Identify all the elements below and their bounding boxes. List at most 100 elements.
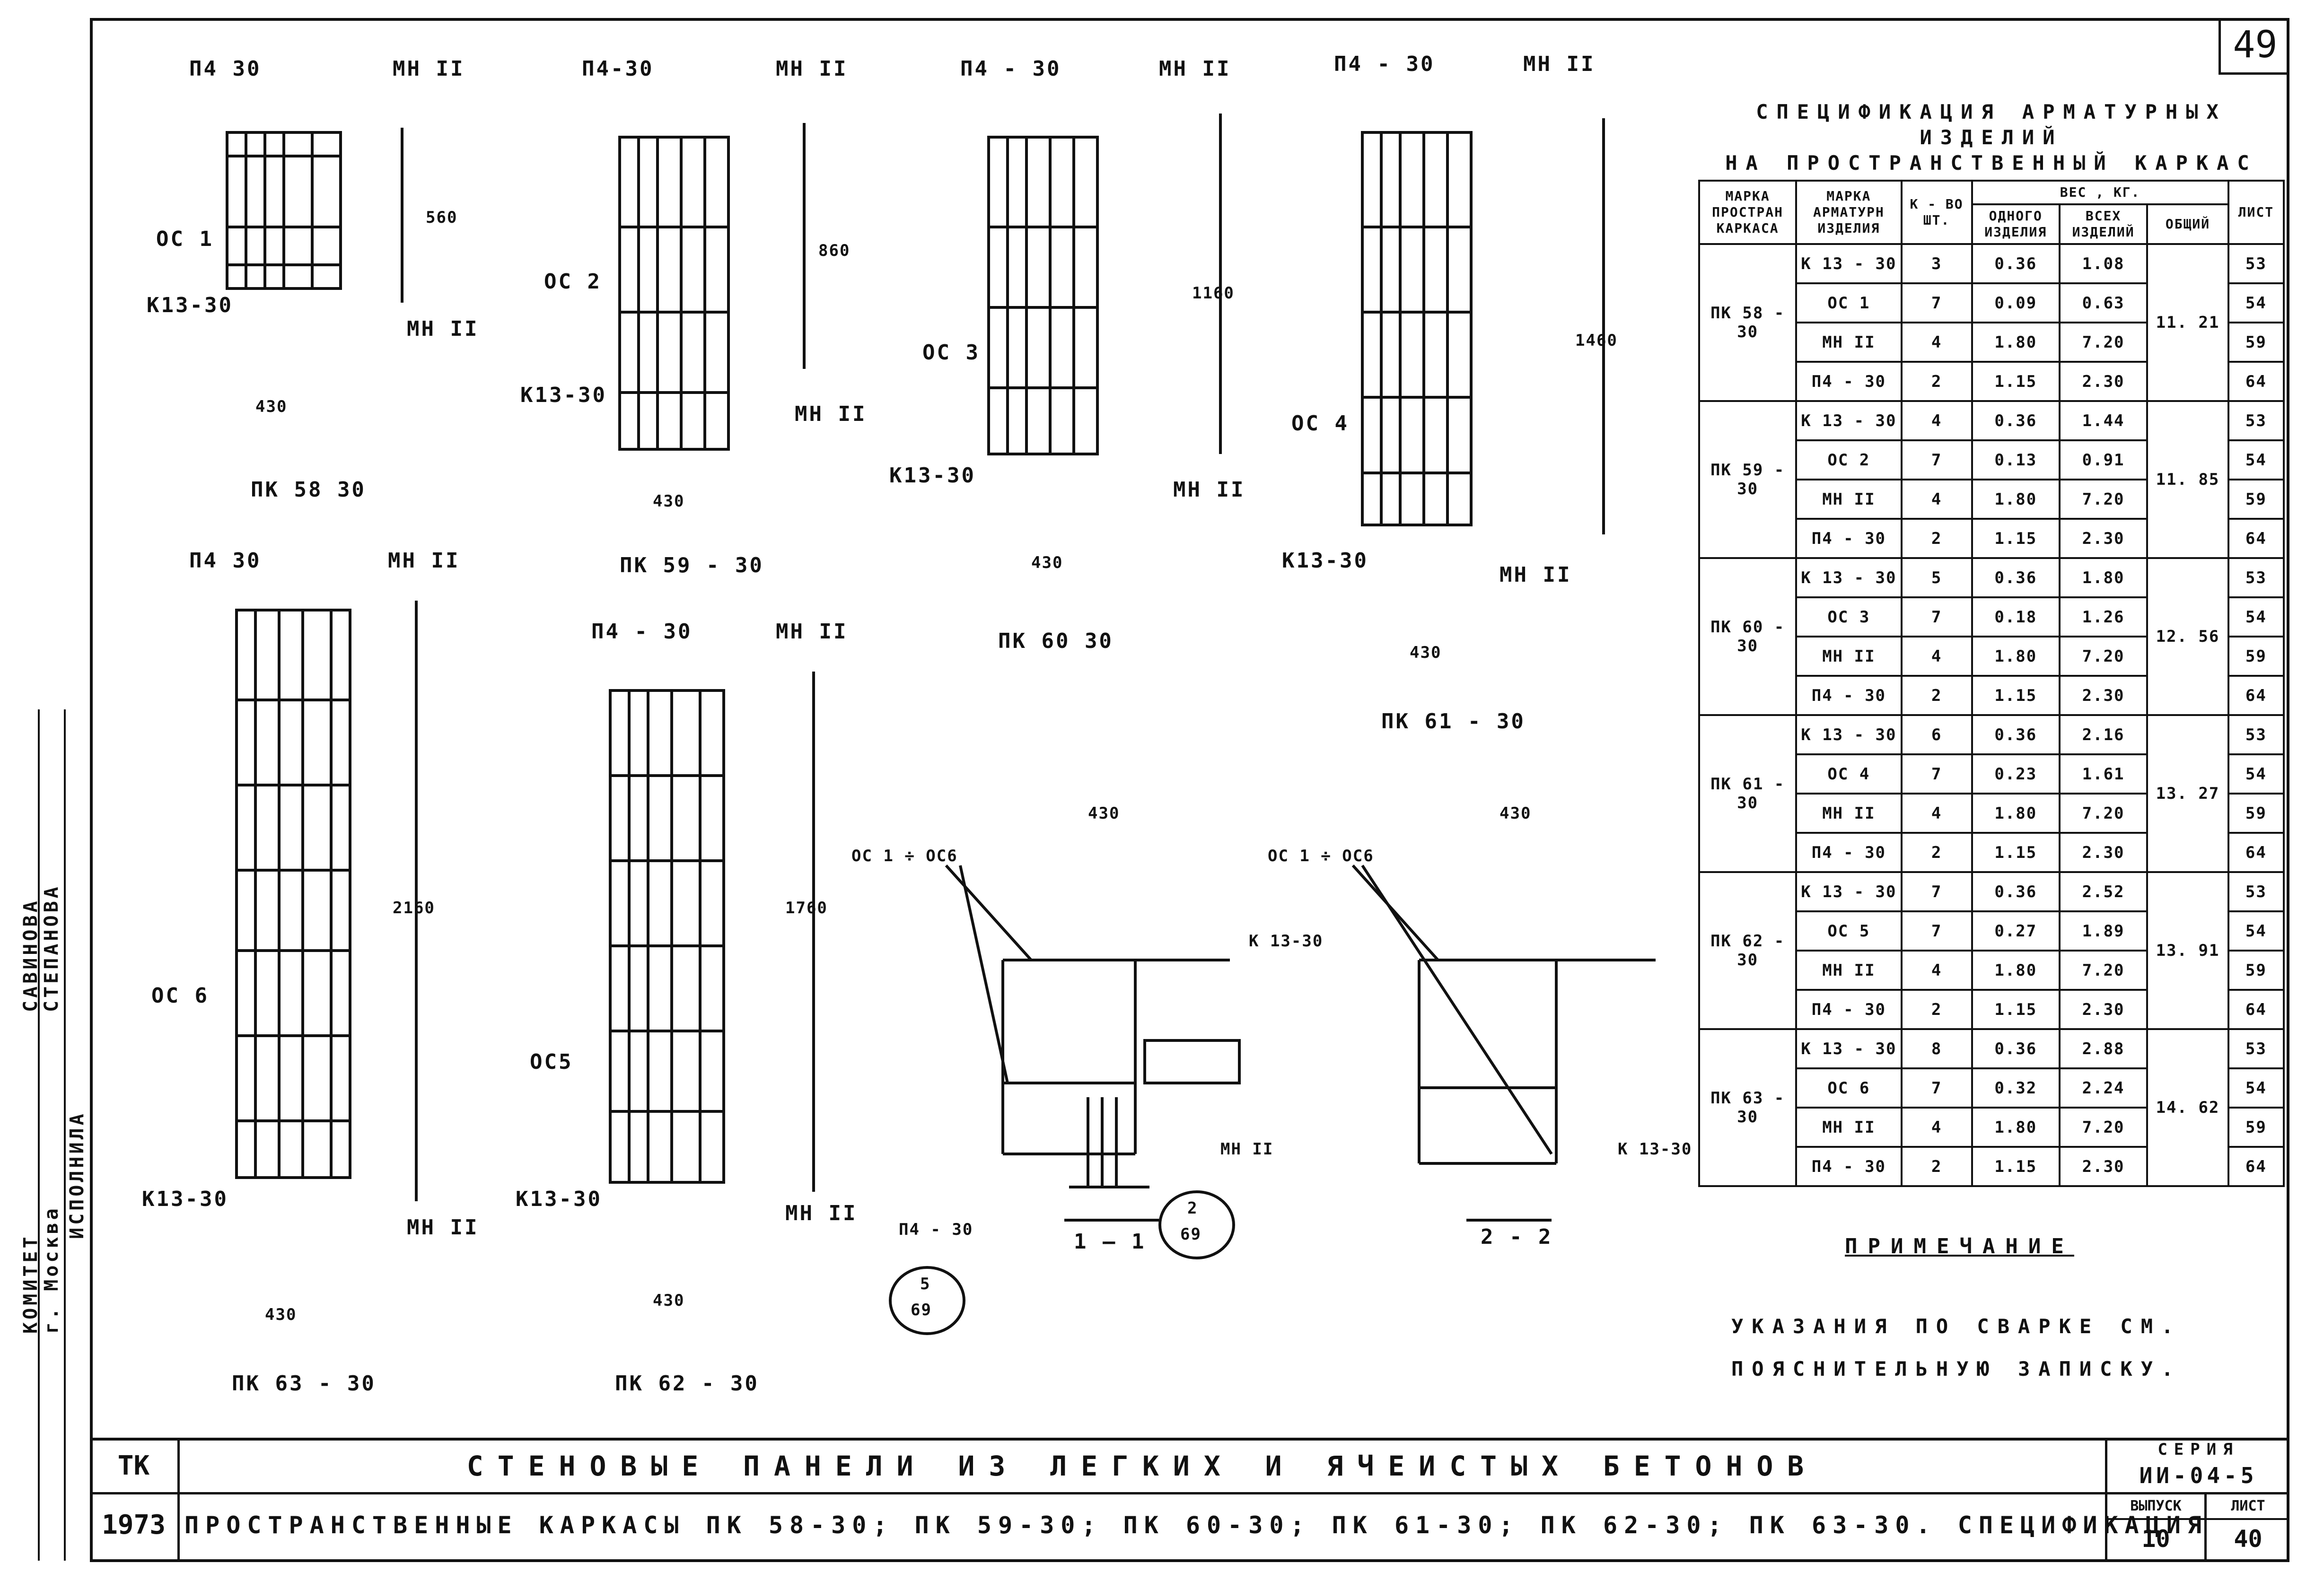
note-line-1: УКАЗАНИЯ ПО СВАРКЕ СМ.: [1731, 1315, 2182, 1338]
pk58-title: ПК 58 30: [251, 478, 366, 502]
weight-one-cell: 0.18: [1971, 596, 2061, 638]
pk63-oc-label: ОС 6: [151, 984, 209, 1008]
weight-one-cell: 0.23: [1971, 753, 2061, 795]
pk61-title: ПК 61 - 30: [1381, 709, 1526, 734]
weight-all-cell: 0.63: [2058, 282, 2149, 323]
note-line-2: ПОЯСНИТЕЛЬНУЮ ЗАПИСКУ.: [1731, 1357, 2182, 1380]
weight-one-cell: 1.80: [1971, 479, 2061, 520]
qty-cell: 2: [1900, 675, 1973, 716]
side-stamp: САВИНОВА СТЕПАНОВА ИСПОЛНИЛА г. Москва К…: [19, 709, 92, 1561]
item-mark-cell: К 13 - 30: [1795, 871, 1903, 912]
weight-all-cell: 1.80: [2058, 557, 2149, 598]
item-mark-cell: П4 - 30: [1795, 1146, 1903, 1187]
series-value: ИИ-04-5: [2139, 1463, 2258, 1488]
weight-total-cell: 13. 27: [2146, 714, 2229, 873]
qty-cell: 7: [1900, 596, 1973, 638]
issue-label: ВЫПУСК: [2107, 1494, 2204, 1520]
pk63-mn-label: МН II: [388, 549, 460, 573]
qty-cell: 7: [1900, 871, 1973, 912]
hdr-mark-item: МАРКА АРМАТУРН ИЗДЕЛИЯ: [1795, 180, 1903, 245]
pk60-width: 430: [1031, 553, 1063, 572]
pk62-oc-label: ОС5: [530, 1050, 573, 1074]
s22-width: 430: [1500, 804, 1532, 823]
pk61-mn-label: МН II: [1523, 52, 1596, 76]
cage-pk61: [1361, 118, 1605, 534]
pk60-mn-label: МН II: [1159, 57, 1231, 81]
pk62-title: ПК 62 - 30: [615, 1371, 759, 1396]
weight-all-cell: 7.20: [2058, 1107, 2149, 1148]
weight-total-cell: 14. 62: [2146, 1028, 2229, 1187]
note-title: ПРИМЕЧАНИЕ: [1845, 1234, 2074, 1258]
sheet-ref-cell: 54: [2227, 282, 2285, 323]
weight-all-cell: 7.20: [2058, 793, 2149, 834]
hdr-weight: ВЕС , КГ.: [1971, 180, 2229, 205]
qty-cell: 7: [1900, 910, 1973, 952]
qty-cell: 4: [1900, 636, 1973, 677]
weight-all-cell: 2.30: [2058, 518, 2149, 559]
hdr-total: ОБЩИЙ: [2146, 203, 2229, 245]
item-mark-cell: МН II: [1795, 322, 1903, 363]
pk59-total: 860: [818, 241, 851, 260]
pk58-width: 430: [255, 397, 288, 416]
pk60-title: ПК 60 30: [998, 629, 1114, 653]
weight-total-cell: 13. 91: [2146, 871, 2229, 1030]
frame-mark-cell: ПК 62 - 30: [1698, 871, 1798, 1030]
specification-table-block: СПЕЦИФИКАЦИЯ АРМАТУРНЫХ ИЗДЕЛИЙ НА ПРОСТ…: [1698, 99, 2285, 1187]
pk59-oc-label: ОС 2: [544, 270, 602, 294]
item-mark-cell: МН II: [1795, 479, 1903, 520]
pk59-mn2-label: МН II: [795, 402, 867, 426]
qty-cell: 5: [1900, 557, 1973, 598]
s11-width: 430: [1088, 804, 1120, 823]
weight-total-cell: 11. 21: [2146, 243, 2229, 402]
item-mark-cell: П4 - 30: [1795, 989, 1903, 1030]
s11-ref-a-sheet: 69: [911, 1301, 932, 1319]
weight-one-cell: 1.80: [1971, 636, 2061, 677]
detail-callout-2: [1158, 1190, 1235, 1259]
pk59-title: ПК 59 - 30: [620, 553, 764, 577]
item-mark-cell: ОС 1: [1795, 282, 1903, 323]
pk62-mn-label: МН II: [776, 620, 848, 644]
item-mark-cell: ОС 5: [1795, 910, 1903, 952]
qty-cell: 4: [1900, 793, 1973, 834]
qty-cell: 3: [1900, 243, 1973, 284]
item-mark-cell: К 13 - 30: [1795, 1028, 1903, 1069]
hdr-mark-frame: МАРКА ПРОСТРАН КАРКАСА: [1698, 180, 1798, 245]
weight-all-cell: 2.52: [2058, 871, 2149, 912]
sheet-ref-cell: 54: [2227, 753, 2285, 795]
sheet-ref-cell: 59: [2227, 636, 2285, 677]
spec-title-1: СПЕЦИФИКАЦИЯ АРМАТУРНЫХ ИЗДЕЛИЙ: [1756, 100, 2227, 149]
s11-mn: МН II: [1220, 1140, 1274, 1159]
pk59-p4-label: П4-30: [582, 57, 654, 81]
qty-cell: 4: [1900, 322, 1973, 363]
pk61-oc-label: ОС 4: [1291, 411, 1349, 436]
qty-cell: 6: [1900, 714, 1973, 755]
s11-p4: П4 - 30: [899, 1220, 973, 1239]
sheet-cell: ЛИСТ 40: [2204, 1494, 2289, 1562]
pk59-k13-label: К13-30: [520, 383, 607, 407]
weight-one-cell: 1.15: [1971, 361, 2061, 402]
weight-all-cell: 2.30: [2058, 1146, 2149, 1187]
pk62-k13-label: К13-30: [516, 1187, 602, 1211]
weight-all-cell: 7.20: [2058, 322, 2149, 363]
spec-title-2: НА ПРОСТРАНСТВЕННЫЙ КАРКАС: [1725, 151, 2258, 175]
pk58-oc-label: ОС 1: [156, 227, 214, 251]
qty-cell: 2: [1900, 518, 1973, 559]
issue-cell: ВЫПУСК 10: [2105, 1494, 2204, 1562]
specification-table: МАРКА ПРОСТРАН КАРКАСА МАРКА АРМАТУРН ИЗ…: [1698, 180, 2285, 1187]
hdr-one: ОДНОГО ИЗДЕЛИЯ: [1971, 203, 2061, 245]
sheet-ref-cell: 64: [2227, 675, 2285, 716]
weight-all-cell: 7.20: [2058, 479, 2149, 520]
qty-cell: 2: [1900, 989, 1973, 1030]
cage-pk60: [987, 114, 1222, 455]
